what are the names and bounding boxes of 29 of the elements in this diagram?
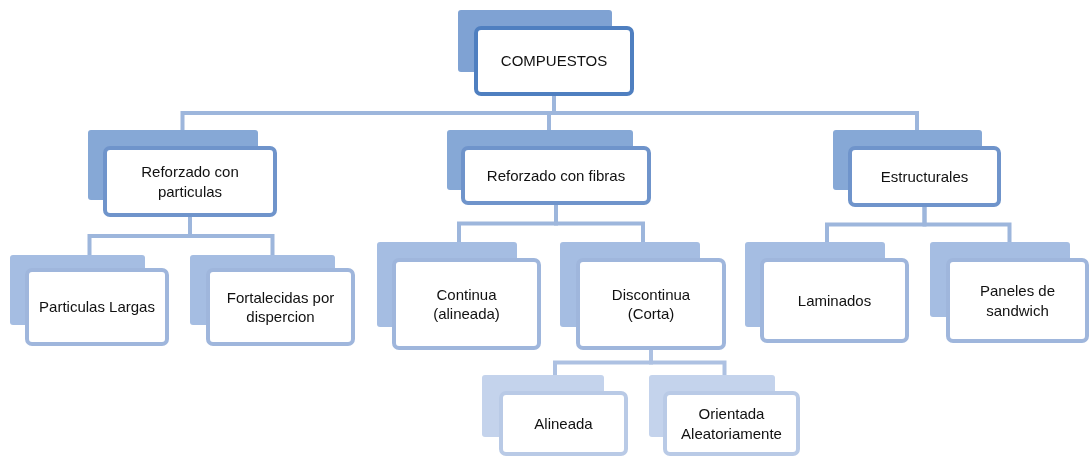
node-label: Fortalecidas por dispercion [225,287,336,327]
node-label: Orientada Aleatoriamente [680,404,783,443]
node-label: Paneles de sandwich [978,281,1057,320]
process-box [482,375,628,456]
process-box [930,242,1089,343]
process-box [10,255,169,346]
process-box [833,130,1001,207]
node-label: Laminados [797,290,872,311]
process-box [377,242,541,350]
connector-line [922,207,1012,242]
process-box [458,10,634,96]
process-box [560,242,726,350]
node-label: Estructurales [880,166,969,187]
connector-line [649,350,727,375]
process-box [447,130,651,205]
node-label: Reforzado con particulas [140,162,240,201]
node-label: COMPUESTOS [500,51,608,71]
process-box [88,130,277,217]
connector-line [552,96,919,130]
connector-line [554,205,645,242]
node-label: Particulas Largas [39,297,155,317]
node-label: Discontinua (Corta) [610,284,692,324]
node-label: Alineada [534,413,593,434]
process-box [745,242,909,343]
node-label: Continua (alineada) [432,284,501,324]
node-label: Reforzado con fibras [486,165,626,186]
process-box [190,255,355,346]
process-box [649,375,800,456]
connector-line [188,217,275,255]
